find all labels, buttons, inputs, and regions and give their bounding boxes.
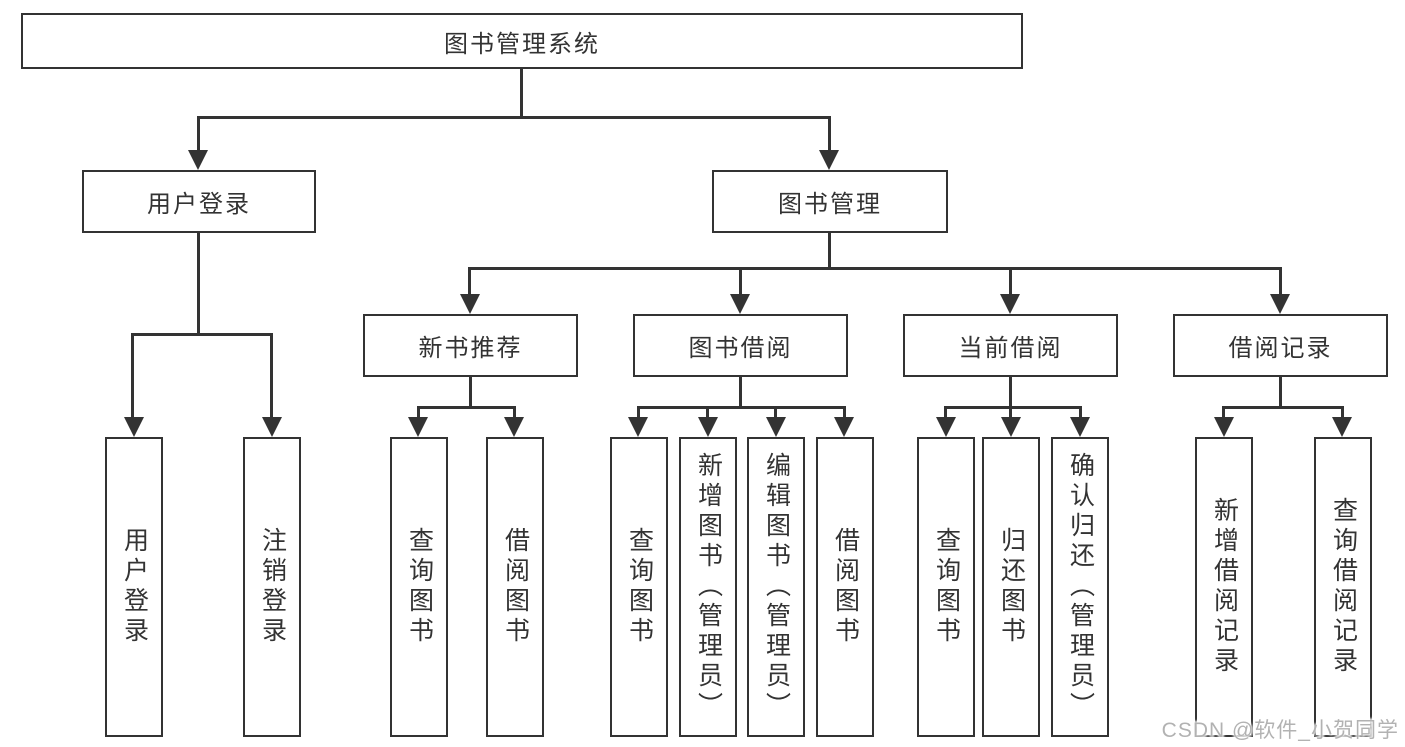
leaf-query-books-current-label: 查询图书: [932, 527, 961, 647]
connector-stub-leaf-logout: [270, 333, 273, 419]
leaf-borrow-books-rec-label: 借阅图书: [501, 527, 530, 647]
node-book-borrow-label: 图书借阅: [688, 335, 793, 362]
connector-user-login-horizontal: [131, 333, 273, 336]
arrowhead-down-icon: [730, 294, 750, 314]
arrowhead-down-icon: [628, 417, 648, 437]
leaf-query-books-rec-label: 查询图书: [405, 527, 434, 647]
leaf-return-books-label: 归还图书: [997, 527, 1026, 647]
leaf-query-books-rec: 查询图书: [390, 437, 448, 737]
node-new-book-rec-label: 新书推荐: [418, 335, 523, 362]
connector-g2-stub4: [843, 406, 846, 419]
connector-g3-stub3: [1079, 406, 1082, 419]
node-book-mgmt-label: 图书管理: [778, 191, 882, 218]
connector-root-horizontal: [197, 116, 831, 119]
connector-g3-stub1: [944, 406, 947, 419]
arrowhead-down-icon: [504, 417, 524, 437]
leaf-add-borrow-record-label: 新增借阅记录: [1210, 497, 1239, 677]
leaf-logout: 注销登录: [243, 437, 301, 737]
leaf-confirm-return-admin-label: 确认归还（管理员）: [1066, 452, 1095, 722]
connector-stub-current-borrow: [1009, 267, 1012, 296]
node-current-borrow-label: 当前借阅: [958, 335, 1063, 362]
node-user-login: 用户登录: [82, 170, 316, 233]
arrowhead-down-icon: [698, 417, 718, 437]
arrowhead-down-icon: [124, 417, 144, 437]
leaf-query-books-borrow-label: 查询图书: [625, 527, 654, 647]
connector-g2-stub3: [774, 406, 777, 419]
arrowhead-down-icon: [1001, 417, 1021, 437]
node-user-login-label: 用户登录: [147, 191, 251, 218]
connector-stub-leaf-login: [131, 333, 134, 419]
leaf-edit-books-admin-label: 编辑图书（管理员）: [762, 452, 791, 722]
arrowhead-down-icon: [1214, 417, 1234, 437]
leaf-edit-books-admin: 编辑图书（管理员）: [747, 437, 805, 737]
connector-stub-borrow-records: [1279, 267, 1282, 296]
connector-g3-stub2: [1009, 406, 1012, 419]
node-root-label: 图书管理系统: [444, 30, 600, 58]
arrowhead-down-icon: [834, 417, 854, 437]
connector-g2-vertical: [739, 377, 742, 409]
arrowhead-down-icon: [936, 417, 956, 437]
leaf-logout-label: 注销登录: [258, 527, 287, 647]
leaf-query-books-borrow: 查询图书: [610, 437, 668, 737]
arrowhead-down-icon: [408, 417, 428, 437]
connector-g4-horizontal: [1222, 406, 1344, 409]
connector-user-login-vertical: [197, 233, 200, 336]
arrowhead-down-icon: [1070, 417, 1090, 437]
connector-book-mgmt-vertical: [828, 233, 831, 270]
connector-g4-stub2: [1341, 406, 1344, 419]
node-borrow-records-label: 借阅记录: [1228, 335, 1333, 362]
node-book-mgmt: 图书管理: [712, 170, 948, 233]
leaf-user-login: 用户登录: [105, 437, 163, 737]
connector-g3-horizontal: [944, 406, 1082, 409]
arrowhead-down-icon: [819, 150, 839, 170]
connector-stub-book-mgmt: [828, 116, 831, 152]
csdn-watermark: CSDN @软件_小贺同学: [1161, 719, 1399, 742]
leaf-return-books: 归还图书: [982, 437, 1040, 737]
leaf-query-borrow-record: 查询借阅记录: [1314, 437, 1372, 737]
leaf-user-login-label: 用户登录: [120, 527, 149, 647]
leaf-query-borrow-record-label: 查询借阅记录: [1329, 497, 1358, 677]
arrowhead-down-icon: [1000, 294, 1020, 314]
connector-root-vertical: [520, 68, 523, 118]
arrowhead-down-icon: [188, 150, 208, 170]
connector-g2-horizontal: [637, 406, 846, 409]
arrowhead-down-icon: [766, 417, 786, 437]
node-book-borrow: 图书借阅: [633, 314, 848, 377]
node-root-system: 图书管理系统: [21, 13, 1023, 69]
leaf-query-books-current: 查询图书: [917, 437, 975, 737]
connector-g1-stub2: [513, 406, 516, 419]
connector-stub-book-borrow: [739, 267, 742, 296]
connector-g4-stub1: [1222, 406, 1225, 419]
connector-g1-horizontal: [417, 406, 516, 409]
leaf-borrow-books-rec: 借阅图书: [486, 437, 544, 737]
arrowhead-down-icon: [262, 417, 282, 437]
arrowhead-down-icon: [1270, 294, 1290, 314]
connector-g1-vertical: [469, 377, 472, 409]
connector-g2-stub2: [706, 406, 709, 419]
leaf-borrow-books: 借阅图书: [816, 437, 874, 737]
node-current-borrow: 当前借阅: [903, 314, 1118, 377]
connector-stub-new-book-rec: [468, 267, 471, 296]
leaf-add-books-admin: 新增图书（管理员）: [679, 437, 737, 737]
connector-book-mgmt-horizontal: [468, 267, 1282, 270]
leaf-add-borrow-record: 新增借阅记录: [1195, 437, 1253, 737]
connector-g2-stub1: [637, 406, 640, 419]
node-new-book-rec: 新书推荐: [363, 314, 578, 377]
connector-g4-vertical: [1279, 377, 1282, 409]
leaf-add-books-admin-label: 新增图书（管理员）: [694, 452, 723, 722]
connector-stub-user-login: [197, 116, 200, 152]
connector-g1-stub1: [417, 406, 420, 419]
leaf-confirm-return-admin: 确认归还（管理员）: [1051, 437, 1109, 737]
arrowhead-down-icon: [1332, 417, 1352, 437]
node-borrow-records: 借阅记录: [1173, 314, 1388, 377]
connector-g3-vertical: [1009, 377, 1012, 409]
leaf-borrow-books-label: 借阅图书: [831, 527, 860, 647]
arrowhead-down-icon: [460, 294, 480, 314]
